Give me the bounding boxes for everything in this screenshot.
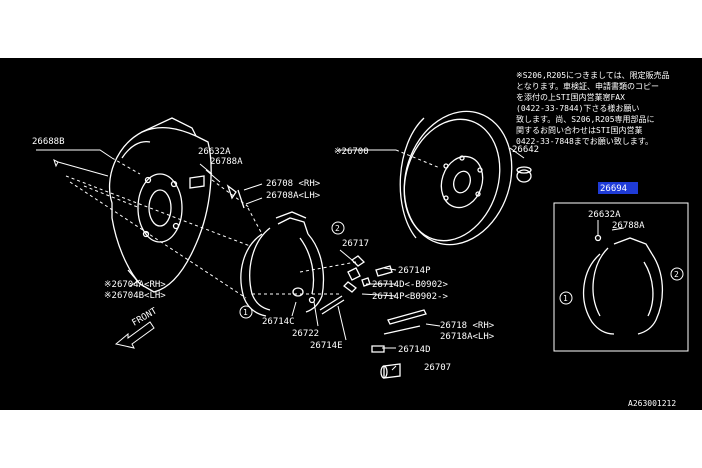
front-arrow	[114, 321, 155, 349]
label-26694[interactable]: 26694	[600, 184, 627, 194]
leader-lines	[36, 147, 525, 371]
note-line-5: 致します。尚、S206,R205専用部品に	[516, 114, 655, 124]
brake-shoe-assembly-drawing	[226, 184, 325, 317]
note-line-1: ※S206,R205につきましては、限定販売品	[516, 70, 670, 80]
label-26704B[interactable]: ※26704B<LH>	[104, 291, 166, 301]
pin-drawing	[57, 161, 109, 177]
label-26714C[interactable]: 26714C	[262, 317, 295, 327]
hub-cap-drawing	[516, 166, 532, 183]
label-26718[interactable]: 26718 <RH>	[440, 321, 495, 331]
label-26704A[interactable]: ※26704A<RH>	[104, 280, 166, 290]
note-line-3: を添付の上STI国内営業宻FAX	[516, 92, 625, 102]
sales-note: ※S206,R205につきましては、限定販売品 となります。車検証、申請書類のコ…	[516, 70, 670, 146]
label-26708[interactable]: 26708 <RH>	[266, 179, 321, 189]
inset-box	[553, 202, 689, 352]
inset-brake-shoe-drawing	[582, 220, 664, 335]
note-line-7: 0422-33-7848までお願い致します。	[516, 136, 653, 146]
selected-part-highlight	[598, 182, 638, 194]
label-26717[interactable]: 26717	[342, 239, 369, 249]
label-26714D[interactable]: 26714D	[398, 345, 431, 355]
label-26688B[interactable]: 26688B	[32, 137, 65, 147]
inset-callout-circle-1	[559, 291, 573, 305]
part-labels: 26688B 26632A 26788A 26708 <RH> 26708A<L…	[32, 137, 679, 408]
note-line-2: となります。車検証、申請書類のコピー	[516, 81, 659, 91]
callout-1-number: 1	[243, 308, 248, 317]
inset-callout-1-number: 1	[563, 294, 568, 303]
note-line-6: 関するお問い合わせはSTI国内営業	[516, 125, 642, 135]
inset-callout-2-number: 2	[674, 270, 679, 279]
label-26708A[interactable]: 26708A<LH>	[266, 191, 321, 201]
inset-callout-circle-2	[670, 267, 684, 281]
brake-rotor-drawing	[399, 110, 513, 246]
parts-diagram: 26688B 26632A 26788A 26708 <RH> 26708A<L…	[0, 58, 702, 410]
label-26700[interactable]: ※26700	[334, 147, 369, 157]
note-line-4: (0422-33-7844)下さる様お願い	[516, 103, 639, 113]
label-26642[interactable]: 26642	[512, 145, 539, 155]
label-26714P[interactable]: 26714P	[398, 266, 431, 276]
label-26707[interactable]: 26707	[424, 363, 451, 373]
label-26714D-pre[interactable]: 26714D<-B0902>	[372, 280, 448, 290]
inset-label-26788A[interactable]: 26788A	[612, 221, 645, 231]
label-26714P-post[interactable]: 26714P<B0902->	[372, 292, 448, 302]
label-26722[interactable]: 26722	[292, 329, 319, 339]
callout-circle-1	[239, 305, 253, 319]
label-26788A[interactable]: 26788A	[210, 157, 243, 167]
diagram-code: A263001212	[628, 399, 676, 408]
label-26632A[interactable]: 26632A	[198, 147, 231, 157]
backing-plate-drawing	[108, 117, 212, 293]
small-parts-drawing	[319, 255, 427, 379]
label-26718A[interactable]: 26718A<LH>	[440, 332, 495, 342]
label-26714E[interactable]: 26714E	[310, 341, 343, 351]
inset-label-26632A[interactable]: 26632A	[588, 210, 621, 220]
callout-circle-2	[331, 221, 345, 235]
callout-2-number: 2	[335, 224, 340, 233]
